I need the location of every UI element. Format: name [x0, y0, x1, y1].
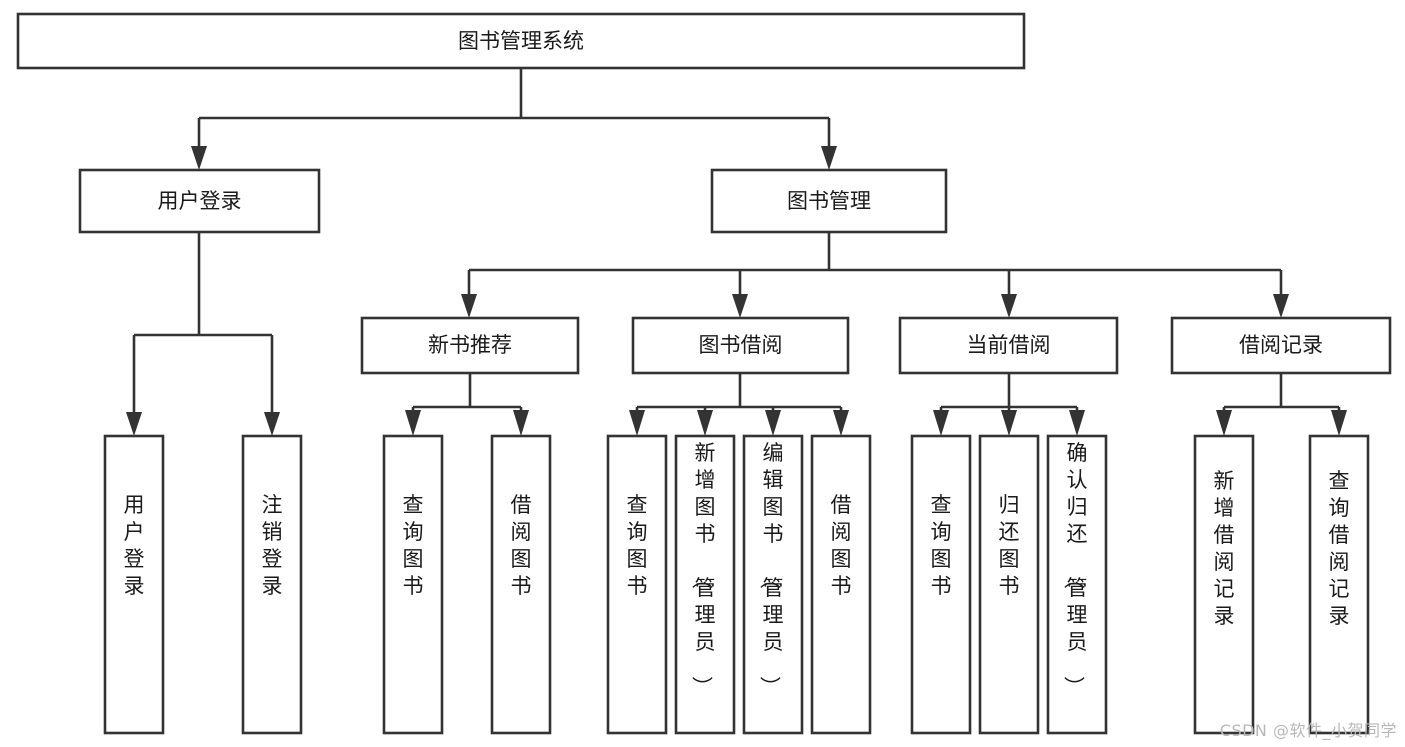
- leaf-book-borrow-1[interactable]: 新增图书（管理员）: [674, 434, 736, 735]
- leaf-box: [742, 434, 804, 735]
- leaf-box: [606, 434, 668, 735]
- leaf-label: 查询图书: [627, 493, 648, 598]
- leaf-box: [1193, 434, 1255, 735]
- leaf-box: [382, 434, 444, 735]
- node-book-management[interactable]: 图书管理: [710, 168, 948, 234]
- user-login-label: 用户登录: [158, 189, 242, 213]
- leaf-label: 借阅图书: [511, 493, 532, 598]
- leaf-borrow-record-1[interactable]: 查询借阅记录: [1308, 434, 1370, 735]
- node-root[interactable]: 图书管理系统: [16, 12, 1026, 70]
- leaf-box: [1046, 434, 1108, 735]
- leaf-user-login-1[interactable]: 注销登录: [241, 434, 303, 735]
- user-login-box: [78, 168, 321, 234]
- leaf-label: 编辑图书（管理员）: [758, 441, 784, 697]
- leaf-label: 借阅图书: [831, 493, 852, 598]
- node-new-book-recommend[interactable]: 新书推荐: [360, 316, 580, 375]
- leaf-box: [490, 434, 552, 735]
- leaf-box: [674, 434, 736, 735]
- node-current-borrow[interactable]: 当前借阅: [898, 316, 1119, 375]
- current-borrow-box: [898, 316, 1119, 375]
- connector-root-fan: [191, 68, 837, 170]
- leaf-new-book-recommend-1[interactable]: 借阅图书: [490, 434, 552, 735]
- leaf-current-borrow-2[interactable]: 确认归还（管理员）: [1046, 434, 1108, 735]
- leaf-book-borrow-3[interactable]: 借阅图书: [810, 434, 872, 735]
- node-user-login[interactable]: 用户登录: [78, 168, 321, 234]
- leaf-box: [103, 434, 165, 735]
- leaf-label: 归还图书: [999, 493, 1020, 598]
- leaf-box: [978, 434, 1040, 735]
- leaf-label: 新增图书（管理员）: [690, 441, 716, 697]
- leaf-box: [1308, 434, 1370, 735]
- leaf-borrow-record-0[interactable]: 新增借阅记录: [1193, 434, 1255, 735]
- leaf-box: [241, 434, 303, 735]
- root-box: [16, 12, 1026, 70]
- book-borrow-label: 图书借阅: [699, 333, 783, 357]
- leaf-book-borrow-2[interactable]: 编辑图书（管理员）: [742, 434, 804, 735]
- connector-current-borrow-fan: [933, 373, 1085, 436]
- leaf-user-login-0[interactable]: 用户登录: [103, 434, 165, 735]
- leaf-book-borrow-0[interactable]: 查询图书: [606, 434, 668, 735]
- leaf-label: 查询图书: [931, 493, 952, 598]
- leaf-label: 确认归还（管理员）: [1062, 441, 1088, 697]
- node-book-borrow[interactable]: 图书借阅: [631, 316, 850, 375]
- leaf-box: [810, 434, 872, 735]
- leaf-current-borrow-0[interactable]: 查询图书: [910, 434, 972, 735]
- connector-book-management-fan: [461, 232, 1289, 318]
- borrow-record-label: 借阅记录: [1239, 333, 1323, 357]
- book-management-label: 图书管理: [787, 189, 871, 213]
- new-book-recommend-box: [360, 316, 580, 375]
- leaf-current-borrow-1[interactable]: 归还图书: [978, 434, 1040, 735]
- leaf-label: 注销登录: [262, 493, 283, 598]
- connector-new-book-recommend-fan: [405, 373, 529, 436]
- leaf-label: 用户登录: [124, 493, 145, 598]
- node-borrow-record[interactable]: 借阅记录: [1170, 316, 1392, 375]
- new-book-recommend-label: 新书推荐: [428, 333, 512, 357]
- leaf-new-book-recommend-0[interactable]: 查询图书: [382, 434, 444, 735]
- current-borrow-label: 当前借阅: [967, 333, 1051, 357]
- connector-user-login-fan: [126, 232, 280, 436]
- leaf-label: 查询图书: [403, 493, 424, 598]
- root-label: 图书管理系统: [458, 29, 584, 53]
- leaf-label: 查询借阅记录: [1329, 469, 1350, 628]
- leaf-box: [910, 434, 972, 735]
- connector-book-borrow-fan: [629, 373, 849, 436]
- connector-borrow-record-fan: [1216, 373, 1347, 436]
- leaf-label: 新增借阅记录: [1214, 469, 1235, 628]
